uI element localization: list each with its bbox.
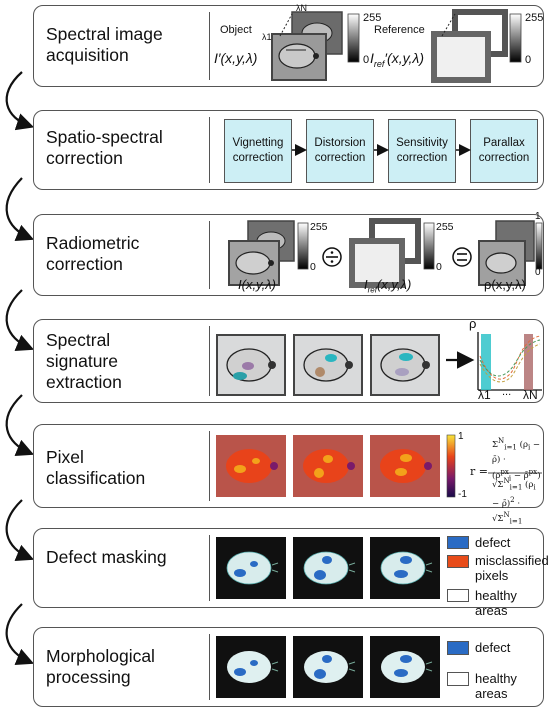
formula-numerator: ΣNi=1 (ρi − ρ̄) · (ρpxi − ρ̄px) xyxy=(492,436,541,483)
masking-thumb-1 xyxy=(216,537,286,599)
colorbar xyxy=(446,434,542,498)
morph-thumb-1 xyxy=(216,636,286,698)
classification-thumb-3 xyxy=(370,435,440,497)
morph-thumb-2 xyxy=(293,636,363,698)
stage-label: Defect masking xyxy=(46,547,167,567)
scale-min-label: 0 xyxy=(363,54,370,66)
ref-scale-max-label: 255 xyxy=(525,12,544,24)
stage-label: Spatio-spectral correction xyxy=(46,127,163,168)
reference-var-sub: ref xyxy=(373,58,385,69)
cbar-min-label: -1 xyxy=(458,489,467,500)
reference-label: Reference xyxy=(374,24,425,36)
i-variable: I(x,y,λ) xyxy=(238,277,276,292)
lambda-n-label: λN xyxy=(296,3,307,13)
classification-thumb-2 xyxy=(293,435,363,497)
divider xyxy=(209,12,210,80)
classification-thumb-1 xyxy=(216,435,286,497)
cbar-max-label: 1 xyxy=(458,431,464,442)
object-variable: I′(x,y,λ) xyxy=(214,50,258,66)
ref-scale-min-label: 0 xyxy=(525,54,532,66)
legend-defect: defect xyxy=(475,640,511,655)
stage-label: Radiometric correction xyxy=(46,233,140,274)
divider xyxy=(209,221,210,289)
masking-thumb-3 xyxy=(370,537,440,599)
acquisition-graphic xyxy=(271,9,522,83)
iref-scale-min: 0 xyxy=(436,261,442,273)
stage-acquisition: Spectral image acquisition Object I′(x,y… xyxy=(33,3,544,87)
legend-swatch-defect xyxy=(447,536,469,549)
iref-var-args: (x,y,λ) xyxy=(376,277,412,292)
lambda-1-label: λ1 xyxy=(262,32,272,42)
rho-scale-max: 1 xyxy=(535,211,541,222)
stage-label: Spectral signature extraction xyxy=(46,330,122,392)
sensitivity-correction-box: Sensitivity correction xyxy=(388,119,456,183)
stage-morph: Morphological processing defect healthy … xyxy=(33,627,544,707)
iref-variable: Iref(x,y,λ) xyxy=(364,277,411,295)
i-scale-max: 255 xyxy=(310,221,328,233)
stage-signature: Spectral signature extraction ρ λ1 ... λ… xyxy=(33,316,544,403)
legend-swatch-misclassified xyxy=(447,555,469,568)
reference-var-base: I xyxy=(370,50,374,66)
divider xyxy=(209,634,210,700)
iref-scale-max: 255 xyxy=(436,221,454,233)
legend-swatch-defect xyxy=(447,641,469,655)
divider xyxy=(209,117,210,183)
rho-scale-min: 0 xyxy=(535,267,541,278)
legend-misclassified: misclassified pixels xyxy=(475,553,549,583)
legend-healthy: healthy areas xyxy=(475,671,517,701)
signature-thumb-3 xyxy=(370,334,440,396)
signature-thumb-1 xyxy=(216,334,286,396)
stage-classification: Pixel classification 1 -1 r = ΣNi=1 (ρi … xyxy=(33,424,544,561)
morph-thumb-3 xyxy=(370,636,440,698)
legend-swatch-healthy xyxy=(447,589,469,602)
legend-healthy: healthy areas xyxy=(475,588,517,618)
signature-thumb-2 xyxy=(293,334,363,396)
stage-label: Morphological processing xyxy=(46,646,155,687)
radiometric-graphic xyxy=(228,218,543,288)
signature-plot xyxy=(446,332,542,391)
distorsion-correction-box: Distorsion correction xyxy=(306,119,374,183)
parallax-correction-box: Parallax correction xyxy=(470,119,538,183)
stage-label: Spectral image acquisition xyxy=(46,24,163,65)
legend-defect: defect xyxy=(475,535,511,550)
stage-masking: Defect masking defect misclassified pixe… xyxy=(33,528,549,618)
object-label: Object xyxy=(220,24,252,36)
rho-axis-label: ρ xyxy=(469,316,477,331)
iref-var-sub: ref xyxy=(367,285,377,295)
stage-label: Pixel classification xyxy=(46,447,146,488)
correction-arrows xyxy=(292,144,471,156)
lambda-dots-label: ... xyxy=(502,386,512,398)
reference-variable: Iref′(x,y,λ) xyxy=(370,50,424,69)
reference-var-args: ′(x,y,λ) xyxy=(384,50,424,66)
divider xyxy=(209,535,210,601)
legend-swatch-healthy xyxy=(447,672,469,686)
rho-variable: ρ(x,y,λ) xyxy=(484,277,526,292)
lambda-end-label: λN xyxy=(523,388,538,402)
scale-max-label: 255 xyxy=(363,12,382,24)
stage-radiometric: Radiometric correction I(x,y,λ) xyxy=(33,211,544,296)
iref-var-base: I xyxy=(364,277,368,292)
vignetting-correction-box: Vignetting correction xyxy=(224,119,292,183)
divider xyxy=(209,431,210,501)
i-scale-min: 0 xyxy=(310,261,316,273)
divider xyxy=(209,326,210,396)
r-symbol: r = xyxy=(470,465,488,478)
stage-spatio: Spatio-spectral correction Vignetting co… xyxy=(33,110,544,190)
lambda-start-label: λ1 xyxy=(478,388,491,402)
masking-thumb-2 xyxy=(293,537,363,599)
